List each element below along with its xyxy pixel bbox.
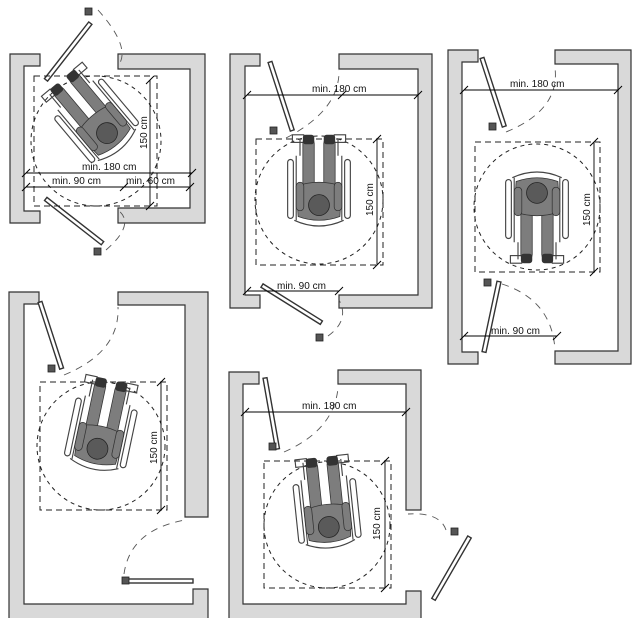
min-90-label: min. 90 cm — [491, 326, 540, 337]
height-150-label: 150 cm — [139, 116, 150, 149]
wheelchair-user-icon — [505, 171, 569, 264]
layout-panel-5: min. 180 cm 150 cm — [228, 369, 473, 618]
layout-panel-1: min. 180 cm min. 90 cm min. 60 cm 150 cm — [9, 7, 206, 256]
min-180-label: min. 180 cm — [312, 84, 366, 95]
layout-panel-4: 150 cm — [8, 291, 209, 618]
min-60-label: min. 60 cm — [126, 176, 175, 187]
min-90-label: min. 90 cm — [52, 176, 101, 187]
layout-panel-2: min. 180 cm 150 cm min. 90 cm — [229, 53, 433, 342]
min-90-label: min. 90 cm — [277, 281, 326, 292]
wheelchair-user-icon — [287, 134, 351, 227]
layout-panel-3: min. 180 cm 150 cm min. 90 cm — [447, 49, 632, 365]
min-180-label: min. 180 cm — [510, 79, 564, 90]
height-150-label: 150 cm — [149, 431, 160, 464]
min-180-label: min. 180 cm — [82, 162, 136, 173]
height-150-label: 150 cm — [365, 183, 376, 216]
height-150-label: 150 cm — [372, 507, 383, 540]
min-180-label: min. 180 cm — [302, 401, 356, 412]
wheelchair-user-icon — [289, 453, 363, 552]
height-150-label: 150 cm — [582, 193, 593, 226]
